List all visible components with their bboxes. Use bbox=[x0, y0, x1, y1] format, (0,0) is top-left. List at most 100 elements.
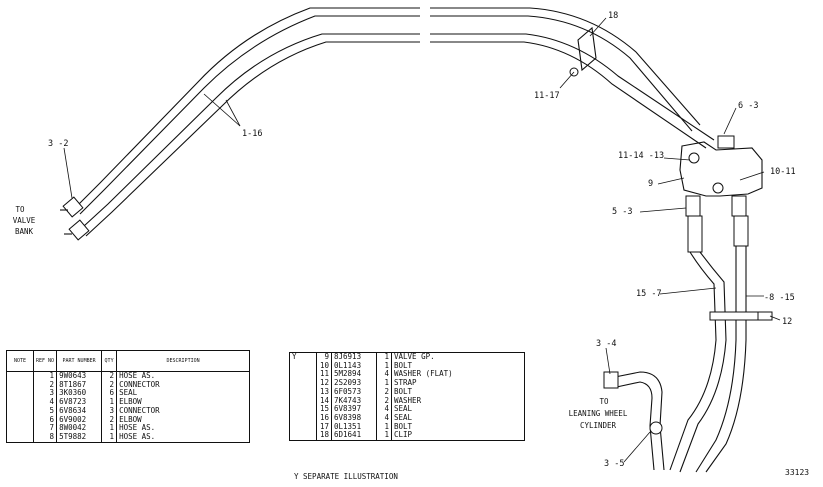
note-valve-bank: TO VALVE BANK bbox=[13, 205, 36, 236]
valve-body bbox=[679, 135, 763, 217]
cell-desc: ELBOW bbox=[116, 415, 251, 425]
callout-5-3: 5 -3 bbox=[612, 207, 632, 217]
cell-note bbox=[289, 361, 317, 371]
table-footnote: Y SEPARATE ILLUSTRATION bbox=[294, 472, 398, 481]
cell-note bbox=[289, 387, 317, 397]
cell-ref: 8 bbox=[32, 432, 58, 443]
cell-note bbox=[289, 413, 317, 423]
cell-note bbox=[6, 415, 34, 425]
leader-lines bbox=[63, 17, 781, 463]
cell-ref: 3 bbox=[32, 389, 58, 399]
cell-desc: SEAL bbox=[116, 389, 251, 399]
cell-desc: HOSE AS. bbox=[116, 432, 251, 443]
cell-note bbox=[289, 379, 317, 388]
strap-12 bbox=[709, 311, 773, 321]
callout-3-5: 3 -5 bbox=[604, 459, 624, 469]
callout-1-16: 1-16 bbox=[242, 129, 262, 139]
svg-text:CYLINDER: CYLINDER bbox=[580, 421, 617, 430]
hose-bundle-right bbox=[430, 7, 715, 149]
cell-ref: 7 bbox=[32, 424, 58, 433]
callout-3-2: 3 -2 bbox=[48, 139, 68, 149]
hoses-lower bbox=[603, 215, 749, 473]
cell-note bbox=[6, 432, 34, 443]
cell-desc: SEAL bbox=[391, 405, 525, 414]
cell-desc: VALVE GP. bbox=[391, 352, 525, 362]
cell-desc: CONNECTOR bbox=[116, 406, 251, 416]
cell-note bbox=[289, 396, 317, 406]
cell-qty: 1 bbox=[101, 432, 118, 443]
cell-desc: HOSE AS. bbox=[116, 371, 251, 381]
cell-note bbox=[6, 371, 34, 381]
cell-note bbox=[6, 380, 34, 390]
cell-desc: ELBOW bbox=[116, 397, 251, 407]
callout-3-4: 3 -4 bbox=[596, 339, 616, 349]
cell-note bbox=[6, 398, 34, 407]
header-part: PART NUMBER bbox=[56, 350, 103, 372]
cell-ref: 4 bbox=[32, 397, 58, 407]
cell-desc: BOLT bbox=[391, 422, 525, 432]
cell-desc: BOLT bbox=[391, 361, 525, 371]
svg-text:TO: TO bbox=[15, 205, 25, 214]
cell-desc: BOLT bbox=[391, 387, 525, 397]
note-leaning-wheel: TO LEANING WHEEL CYLINDER bbox=[569, 397, 628, 430]
cell-desc: CONNECTOR bbox=[116, 380, 251, 390]
header-note: NOTE bbox=[6, 350, 34, 372]
cell-desc: CLIP bbox=[391, 430, 525, 441]
callout-11-14-13: 11-14 -13 bbox=[618, 151, 664, 161]
cell-note bbox=[289, 422, 317, 432]
cell-note bbox=[6, 389, 34, 399]
fittings-valve-bank bbox=[60, 196, 90, 241]
cell-qty: 1 bbox=[376, 430, 392, 441]
callout-6-3: 6 -3 bbox=[738, 101, 758, 111]
svg-text:TO: TO bbox=[599, 397, 609, 406]
cell-note bbox=[289, 370, 317, 380]
cell-desc: WASHER (FLAT) bbox=[391, 370, 525, 380]
cell-ref: 5 bbox=[32, 406, 58, 416]
table-header-row: NOTE REF NO PART NUMBER QTY DESCRIPTION bbox=[6, 350, 251, 372]
header-ref: REF NO bbox=[32, 350, 58, 372]
cell-desc: STRAP bbox=[391, 378, 525, 388]
cell-desc: HOSE AS. bbox=[116, 424, 251, 433]
callout-10-11: 10-11 bbox=[770, 167, 796, 177]
callout-9: 9 bbox=[648, 179, 653, 189]
cell-note bbox=[289, 431, 317, 441]
svg-text:BANK: BANK bbox=[15, 227, 34, 236]
figure-number: 33123 bbox=[785, 468, 810, 477]
cell-note: Y bbox=[289, 352, 317, 362]
cell-note bbox=[6, 406, 34, 416]
callout-8-15: -8 -15 bbox=[764, 293, 795, 303]
cell-note bbox=[6, 424, 34, 433]
hose-bundle-left bbox=[77, 7, 420, 237]
header-qty: QTY bbox=[101, 350, 118, 372]
cell-ref: 6 bbox=[32, 415, 58, 425]
svg-text:VALVE: VALVE bbox=[13, 216, 36, 225]
cell-part: 6D1641 bbox=[331, 430, 377, 441]
cell-ref: 2 bbox=[32, 380, 58, 390]
callout-12: 12 bbox=[782, 317, 792, 327]
callout-18: 18 bbox=[608, 11, 618, 21]
cell-ref: 18 bbox=[316, 430, 332, 441]
svg-text:LEANING WHEEL: LEANING WHEEL bbox=[569, 409, 628, 418]
cell-ref: 1 bbox=[32, 371, 58, 381]
cell-part: 5T9882 bbox=[56, 432, 103, 443]
cell-desc: SEAL bbox=[391, 413, 525, 423]
callout-15-7: 15 -7 bbox=[636, 289, 662, 299]
